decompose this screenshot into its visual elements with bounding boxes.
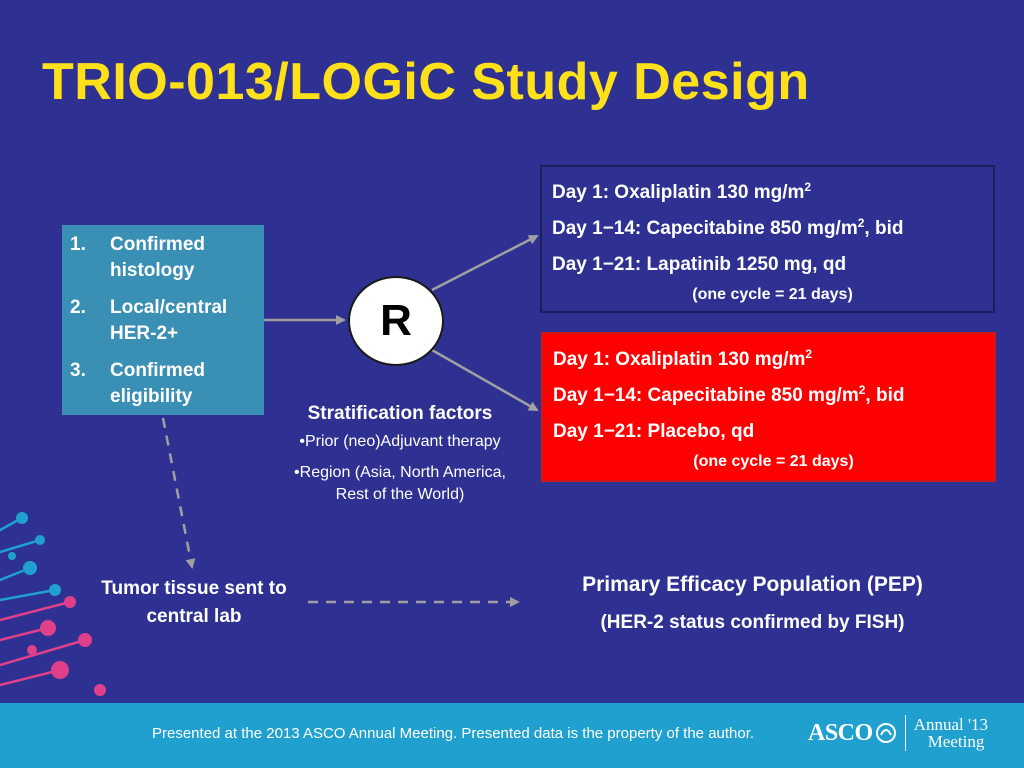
criteria-number: 2.	[70, 297, 86, 318]
stratification-item: •Region (Asia, North America, Rest of th…	[294, 464, 506, 503]
arrow-r-to-placebo	[431, 348, 539, 412]
arm-line-oxaliplatin: Day 1: Oxaliplatin 130 mg/m2	[552, 180, 812, 203]
stratification-title: Stratification factors	[307, 403, 493, 424]
logo-divider	[904, 715, 906, 751]
criteria-number: 1.	[70, 234, 86, 255]
meeting-line-2: Meeting	[927, 732, 985, 751]
arm-line-placebo: Day 1−21: Placebo, qd	[553, 421, 755, 442]
arrow-r-to-lapatinib	[431, 234, 539, 292]
asco-logo-text: ASCO	[808, 719, 873, 746]
eligibility-criteria-box: 1. Confirmed histology 2. Local/central …	[62, 225, 264, 415]
footer-bar: Presented at the 2013 ASCO Annual Meetin…	[0, 703, 1024, 768]
arm-line-oxaliplatin: Day 1: Oxaliplatin 130 mg/m2	[553, 347, 813, 370]
asco-flame-icon	[875, 723, 896, 743]
pep-subtitle: (HER-2 status confirmed by FISH)	[600, 612, 905, 633]
criteria-item: 3. Confirmed eligibility	[70, 358, 256, 410]
lapatinib-arm-box: Day 1: Oxaliplatin 130 mg/m2 Day 1−14: C…	[540, 165, 995, 313]
randomization-node: R	[348, 276, 444, 366]
slide-title: TRIO-013/LOGiC Study Design	[42, 53, 810, 111]
arm-line-lapatinib: Day 1−21: Lapatinib 1250 mg, qd	[552, 254, 847, 275]
arm-cycle-note: (one cycle = 21 days)	[692, 286, 853, 303]
asco-logo: ASCO Annual '13 Meeting	[808, 715, 988, 751]
criteria-item: 2. Local/central HER-2+	[70, 295, 256, 347]
pep-title: Primary Efficacy Population (PEP)	[582, 573, 923, 596]
placebo-arm-box: Day 1: Oxaliplatin 130 mg/m2 Day 1−14: C…	[541, 332, 996, 482]
primary-efficacy-population: Primary Efficacy Population (PEP) (HER-2…	[520, 569, 985, 639]
arrow-criteria-to-tumor	[161, 417, 196, 569]
tumor-tissue-label: Tumor tissue sent to central lab	[101, 578, 287, 627]
criteria-label: Confirmed histology	[110, 234, 205, 281]
criteria-number: 3.	[70, 360, 86, 381]
stratification-factors: Stratification factors •Prior (neo)Adjuv…	[280, 400, 520, 515]
annual-meeting-mark: Annual '13 Meeting	[914, 716, 988, 750]
criteria-label: Confirmed eligibility	[110, 360, 205, 407]
arm-line-capecitabine: Day 1−14: Capecitabine 850 mg/m2, bid	[553, 383, 905, 406]
criteria-item: 1. Confirmed histology	[70, 232, 256, 284]
criteria-label: Local/central HER-2+	[110, 297, 228, 344]
arm-cycle-note: (one cycle = 21 days)	[693, 453, 854, 470]
meeting-line-1: Annual '13	[913, 715, 989, 734]
decorative-dots	[0, 512, 106, 696]
arm-line-capecitabine: Day 1−14: Capecitabine 850 mg/m2, bid	[552, 216, 904, 239]
footer-disclaimer: Presented at the 2013 ASCO Annual Meetin…	[152, 725, 755, 742]
stratification-item: •Prior (neo)Adjuvant therapy	[299, 433, 501, 450]
